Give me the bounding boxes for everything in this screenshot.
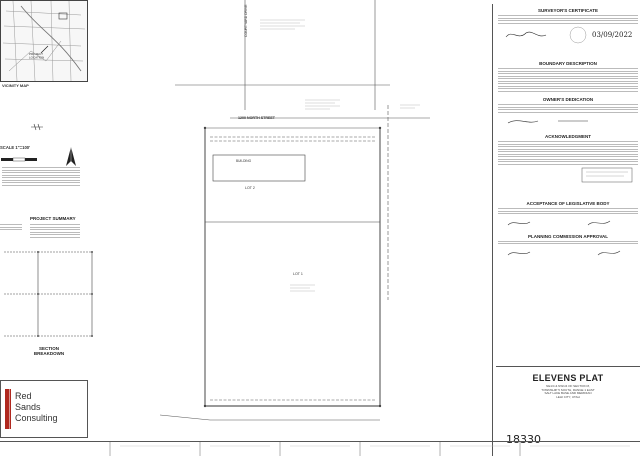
vicinity-map: PROJECT LOCATION (0, 0, 88, 82)
owner-dedication-title: OWNER'S DEDICATION (542, 97, 594, 102)
surveyor-signature-area: 03/09/2022 (498, 25, 638, 47)
legend-symbol (30, 118, 44, 131)
plat-location-4: LEHI CITY, UTAH (556, 394, 580, 399)
lot-2-label: LOT 2 (245, 186, 255, 190)
planning-title: PLANNING COMMISSION APPROVAL (527, 233, 608, 239)
plat-location-1: NE1/4 & NW1/4 OF SECTION 8, (546, 384, 590, 388)
logo-text-2: Sands (15, 402, 41, 412)
section-breakdown-title: SECTION BREAKDOWN (33, 346, 65, 356)
notary-stamp (581, 167, 633, 183)
plat-location-2: TOWNSHIP 5 SOUTH, RANGE 1 EAST (541, 387, 595, 392)
right-panel: SURVEYOR'S CERTIFICATE 03/09/2022 BOUNDA… (498, 0, 638, 264)
surveyor-cert-title: SURVEYOR'S CERTIFICATE (538, 8, 598, 13)
logo-mark-icon (5, 389, 13, 434)
project-summary-title: PROJECT SUMMARY (30, 216, 76, 221)
svg-text:PROJECT: PROJECT (29, 52, 43, 56)
acceptance-signature (507, 220, 611, 225)
acceptance-title: ACCEPTANCE OF LEGISLATIVE BODY (526, 201, 610, 206)
company-logo: Red Sands Consulting (0, 380, 88, 438)
plat-drawing (159, 0, 430, 421)
plat-location-3: SALT LAKE BASE AND MERIDIAN (544, 391, 592, 396)
vicinity-map-graphic: PROJECT LOCATION (2, 1, 86, 81)
building-label: BUILDING (236, 159, 252, 163)
svg-text:LOCATION: LOCATION (29, 56, 44, 60)
logo-text-3: Consulting (15, 413, 58, 423)
vicinity-map-label: VICINITY MAP (2, 83, 29, 88)
legend-lines (0, 222, 22, 232)
owner-signature (507, 120, 588, 124)
planning-signature (507, 250, 621, 255)
signature-date: 03/09/2022 (592, 31, 633, 39)
project-summary-lines (30, 222, 80, 239)
bottom-strip (0, 441, 640, 456)
acknowledgment-title: ACKNOWLEDGMENT (545, 134, 591, 139)
scale-label: SCALE 1"=100' (0, 145, 31, 150)
section-breakdown-diagram (4, 251, 93, 337)
title-block: ELEVENS PLAT NE1/4 & NW1/4 OF SECTION 8,… (496, 366, 640, 425)
plat-number: 18330 (506, 433, 541, 446)
general-notes (2, 165, 80, 187)
scale-bar: SCALE 1"=100' (0, 145, 52, 162)
lot-1-label: LOT 1 (293, 272, 303, 276)
street-label-north: 1200 NORTH STREET (238, 116, 275, 120)
boundary-title: BOUNDARY DESCRIPTION (539, 61, 597, 66)
logo-text-1: Red (15, 391, 32, 401)
plat-title: ELEVENS PLAT (532, 373, 604, 383)
surveyor-signature (505, 26, 587, 44)
street-label-courtyard: COURTYARD DRIVE (244, 4, 248, 37)
north-arrow-icon (64, 146, 78, 173)
right-panel-border (492, 4, 493, 456)
